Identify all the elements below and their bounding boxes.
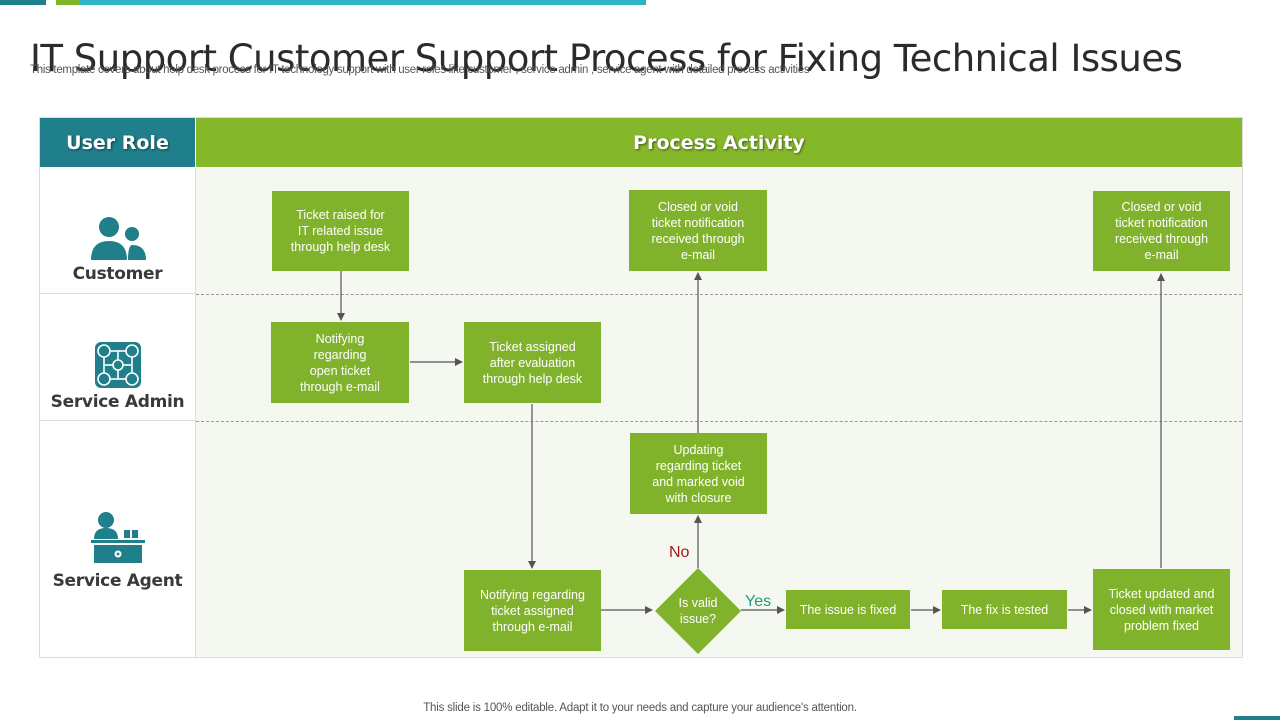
step-fix-tested: The fix is tested: [942, 590, 1067, 629]
role-service-agent: Service Agent: [40, 511, 195, 591]
step-updating-marked-void: Updating regarding ticket and marked voi…: [630, 433, 767, 514]
accent-corner: [1234, 716, 1280, 720]
role-label-service-admin: Service Admin: [50, 392, 185, 412]
lane-divider: [196, 421, 1242, 422]
footer-note: This slide is 100% editable. Adapt it to…: [423, 702, 857, 714]
step-notify-ticket-assigned: Notifying regarding ticket assigned thro…: [464, 570, 601, 651]
lane-divider: [196, 294, 1242, 295]
step-ticket-raised: Ticket raised for IT related issue throu…: [272, 191, 409, 271]
accent-bar-teal: [0, 0, 46, 5]
customer-group-icon: [90, 217, 146, 260]
accent-bar-green: [56, 0, 80, 5]
header-process-activity: Process Activity: [196, 118, 1242, 167]
accent-bar-cyan: [80, 0, 646, 5]
branch-label-yes: Yes: [745, 593, 772, 610]
page-title: IT Support Customer Support Process for …: [30, 36, 1183, 80]
step-notify-open-ticket: Notifying regarding open ticket through …: [271, 322, 409, 403]
role-service-admin: Service Admin: [40, 340, 195, 412]
role-customer: Customer: [40, 216, 195, 284]
header-user-role: User Role: [40, 118, 195, 167]
network-admin-icon: [94, 342, 141, 388]
step-closed-void-notification-2: Closed or void ticket notification recei…: [1093, 191, 1230, 271]
decision-diamond: [655, 568, 741, 654]
page-subtitle: This template covers about help desk pro…: [30, 64, 810, 76]
branch-label-no: No: [669, 544, 690, 561]
decision-label: Is valid issue?: [678, 596, 718, 626]
step-ticket-assigned: Ticket assigned after evaluation through…: [464, 322, 601, 403]
desk-agent-icon: [90, 512, 145, 563]
row-divider: [40, 420, 195, 421]
role-label-service-agent: Service Agent: [52, 571, 183, 591]
role-label-customer: Customer: [72, 264, 163, 284]
step-closed-void-notification-1: Closed or void ticket notification recei…: [629, 190, 767, 271]
step-ticket-updated-closed: Ticket updated and closed with market pr…: [1093, 569, 1230, 650]
step-issue-fixed: The issue is fixed: [786, 590, 910, 629]
row-divider: [40, 293, 195, 294]
swimlane-table: [39, 117, 1243, 658]
